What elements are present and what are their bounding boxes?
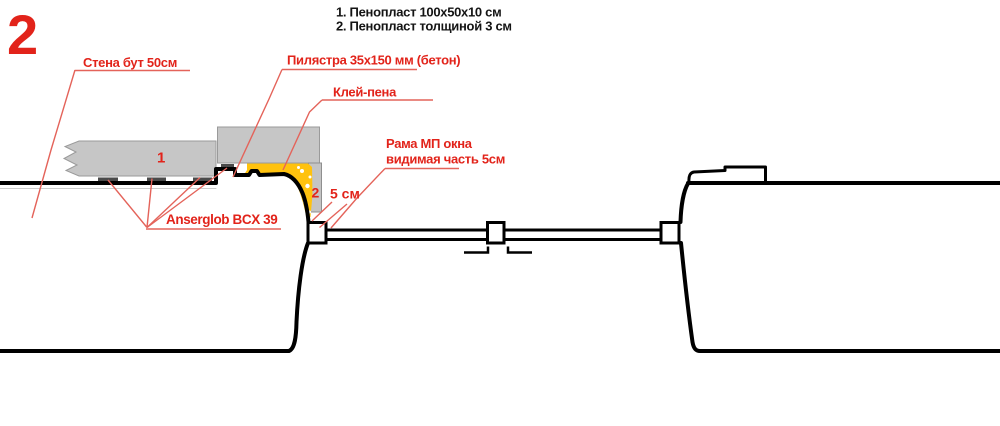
- dim-5cm-label: 5 см: [330, 186, 360, 202]
- adhesive-dab: [193, 177, 212, 183]
- dim-5cm-leader-a: [311, 201, 333, 222]
- adhesive-dab: [147, 177, 166, 183]
- glue-foam-label: Клей-пена: [333, 85, 397, 100]
- glue-foam-leader: [282, 99, 323, 171]
- frame-left-block: [306, 221, 328, 245]
- wall-label: Стена бут 50см: [83, 55, 177, 70]
- adhesive-leader-fan: [107, 167, 228, 229]
- legend-line-1: 1. Пенопласт 100x50x10 см: [336, 5, 501, 20]
- window-handle: [464, 246, 532, 254]
- frame-label-line1: Рама МП окна: [386, 136, 473, 151]
- adhesive-label: Anserglob BCX 39: [166, 212, 277, 227]
- frame-right-block: [659, 221, 681, 245]
- marker-panel-1: 1: [157, 150, 165, 167]
- right-wall-outline: [678, 165, 1000, 353]
- marker-foam-2: 2: [312, 185, 320, 201]
- foam-panel-1: [62, 140, 217, 177]
- frame-label-line2: видимая часть 5см: [386, 152, 505, 167]
- frame-center-block: [486, 221, 506, 245]
- window-frame: [306, 221, 681, 254]
- dim-5cm-leader-b: [319, 203, 348, 229]
- adhesive-dab: [221, 164, 234, 170]
- pilaster-label: Пилястра 35x150 мм (бетон): [287, 53, 460, 68]
- glue-foam: [243, 163, 313, 217]
- pilaster-block: [217, 126, 320, 164]
- leader-lines: [31, 68, 459, 230]
- pilaster-leader: [232, 69, 283, 178]
- frame-leader: [330, 168, 386, 229]
- wall-leader: [31, 69, 76, 219]
- legend-line-2: 2. Пенопласт толщиной 3 см: [336, 19, 512, 34]
- figure-number: 2: [7, 3, 38, 66]
- left-wall-outline: [0, 167, 311, 353]
